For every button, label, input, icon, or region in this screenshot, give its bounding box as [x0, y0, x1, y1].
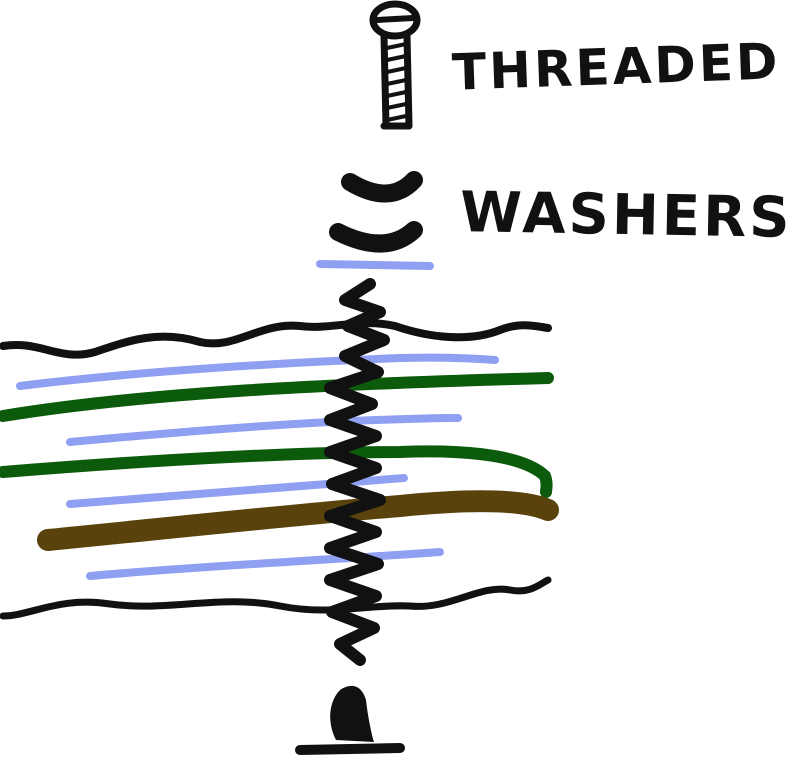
thread-stitch-line [324, 278, 390, 666]
threaded-label: THREADED [451, 32, 782, 102]
fabric-green-1 [0, 372, 554, 422]
threaded-screw-icon [369, 0, 421, 130]
fabric-green-2 [0, 445, 553, 498]
top-outer-layer [0, 319, 552, 359]
bottom-outer-layer [0, 576, 552, 620]
fabric-brown [37, 490, 559, 551]
top-washer-line [316, 260, 434, 270]
fabric-blue-3 [66, 474, 408, 508]
fabric-blue-2 [66, 414, 462, 446]
base-nut-icon [295, 685, 405, 755]
fabric-blue-1 [16, 353, 499, 390]
fabric-layers [0, 353, 559, 580]
washers-icon [329, 171, 423, 253]
fabric-blue-4 [86, 548, 444, 580]
washers-label: WASHERS [459, 180, 794, 251]
